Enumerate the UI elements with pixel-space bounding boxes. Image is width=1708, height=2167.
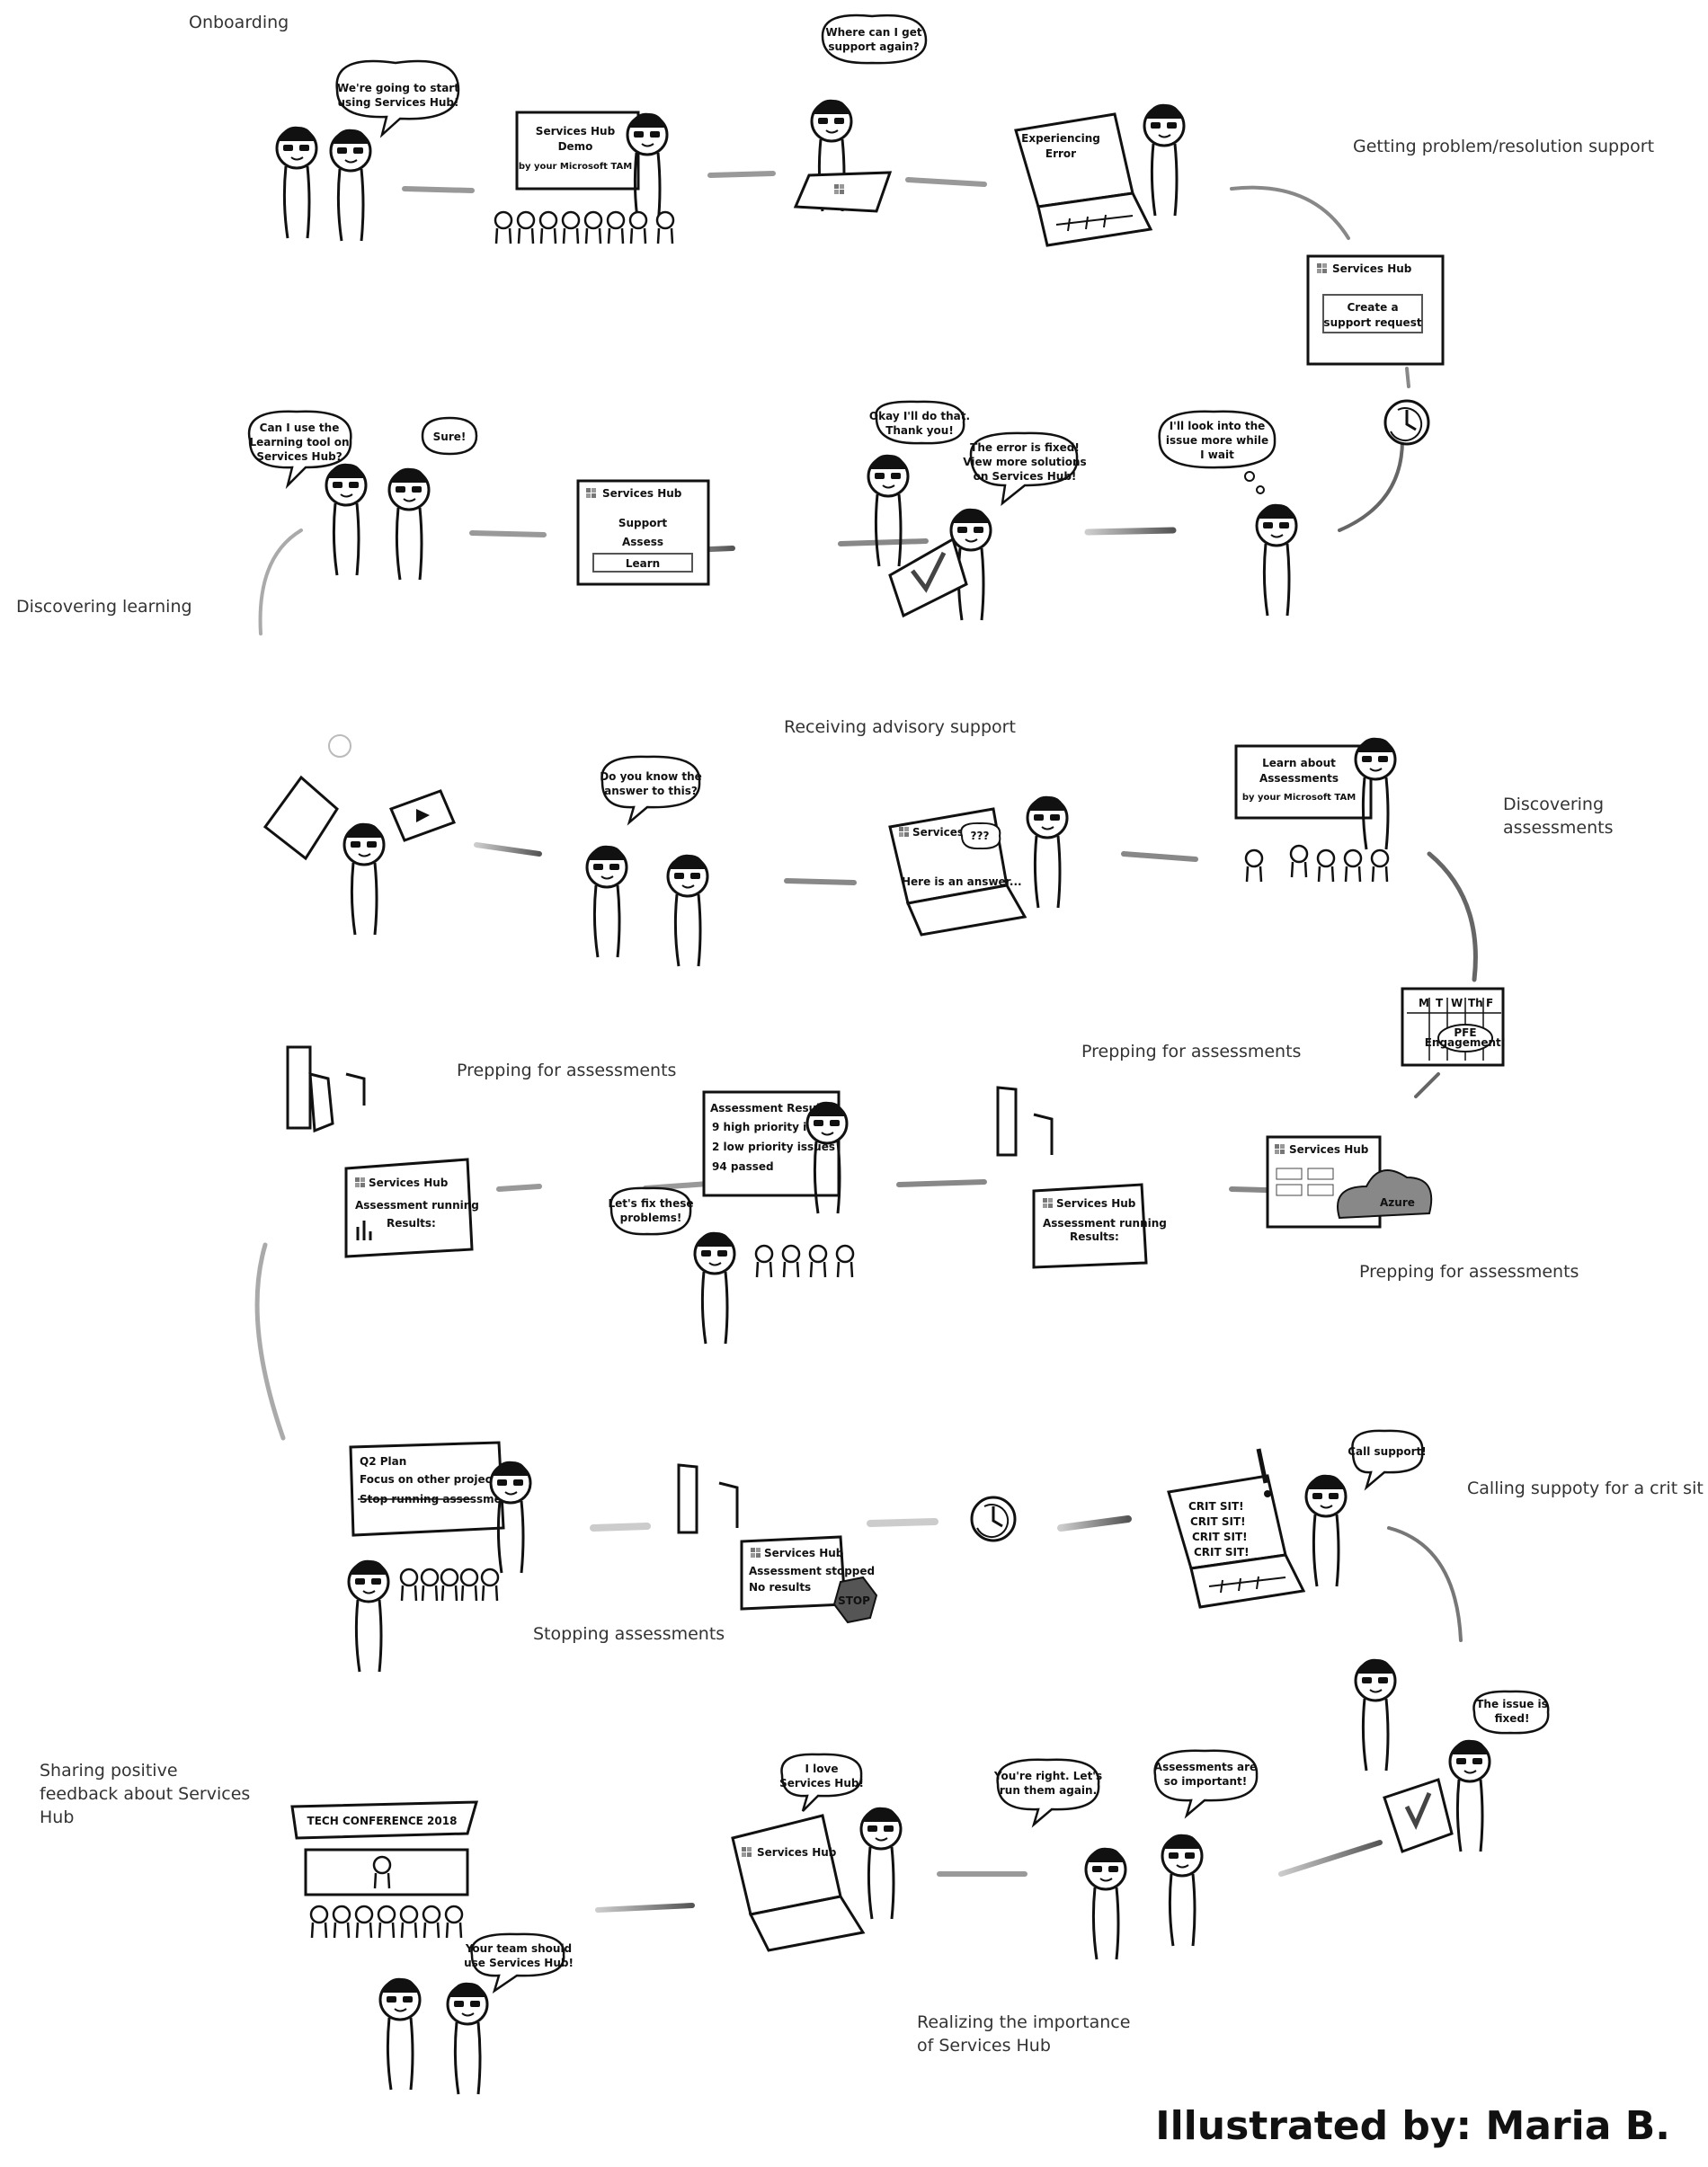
svg-text:Services Hub: Services Hub	[602, 487, 682, 500]
stage-discovering-assessments: Discovering assessments	[1503, 795, 1614, 838]
svg-text:Call support!: Call support!	[1348, 1445, 1427, 1458]
scene-advisory-laptop: Services Hub Here is an answer... ???	[888, 795, 1069, 937]
stage-problem-support: Getting problem/resolution support	[1353, 137, 1655, 156]
svg-text:TECH CONFERENCE 2018: TECH CONFERENCE 2018	[307, 1815, 458, 1827]
stage-stopping-assessments: Stopping assessments	[533, 1624, 725, 1644]
svg-text:Services Hub: Services Hub	[757, 1846, 837, 1859]
stage-prepping-2: Prepping for assessments	[1081, 1042, 1302, 1061]
scene-waiting-clock	[970, 1496, 1017, 1542]
svg-text:STOP: STOP	[838, 1594, 870, 1607]
svg-text:Azure: Azure	[1380, 1196, 1415, 1209]
svg-text:The error is fixed!View more s: The error is fixed!View more solutionson…	[963, 441, 1086, 483]
svg-text:Assessment running: Assessment running	[355, 1199, 479, 1212]
svg-text:Okay I'll do that.Thank you!: Okay I'll do that.Thank you!	[869, 410, 970, 437]
svg-text:CRIT SIT!CRIT SIT!CRIT SIT!CRI: CRIT SIT!CRIT SIT!CRIT SIT!CRIT SIT!	[1188, 1500, 1250, 1559]
stage-discovering-learning: Discovering learning	[16, 597, 192, 617]
scene-crit-sit: CRIT SIT!CRIT SIT!CRIT SIT!CRIT SIT! Cal…	[1167, 1429, 1427, 1609]
scene-error-fixed: Okay I'll do that.Thank you! The error i…	[867, 400, 1087, 622]
scene-onboarding-people: We're going to start using Services Hub!	[275, 59, 460, 243]
svg-text:Services Hub: Services Hub	[1289, 1143, 1369, 1156]
svg-text:Q2 Plan: Q2 Plan	[360, 1455, 406, 1468]
scene-assessment-results: Assessment Results 9 high priority issue…	[608, 1090, 855, 1345]
stage-prepping-1: Prepping for assessments	[457, 1061, 677, 1080]
stage-realizing-importance: Realizing the importance of Services Hub	[917, 2012, 1131, 2056]
scene-assessment-running-2: Services Hub Assessment running Results:	[996, 1086, 1167, 1269]
svg-text:Sure!: Sure!	[433, 431, 467, 443]
svg-text:Services Hub: Services Hub	[1056, 1197, 1136, 1210]
svg-text:Services Hub: Services Hub	[764, 1547, 844, 1559]
illustrator-credit: Illustrated by: Maria B.	[1155, 2103, 1670, 2149]
scene-azure: Services Hub Azure	[1266, 1135, 1433, 1229]
stage-advisory-support: Receiving advisory support	[784, 717, 1016, 737]
svg-text:Here is an answer...: Here is an answer...	[902, 875, 1022, 888]
svg-text:Assessment running: Assessment running	[1043, 1217, 1167, 1230]
scene-learning-tools	[262, 734, 457, 937]
svg-text:???: ???	[971, 830, 990, 842]
svg-text:Results:: Results:	[1070, 1230, 1119, 1243]
svg-text:Assessment Results: Assessment Results	[710, 1102, 832, 1115]
scene-assessment-running-1: Services Hub Assessment running Results:	[286, 1045, 479, 1258]
bubble-start-using-1: We're going to start	[337, 82, 459, 94]
svg-text:Services Hub: Services Hub	[369, 1177, 449, 1189]
stage-calling-support: Calling suppoty for a crit sit	[1467, 1479, 1704, 1498]
stage-sharing-feedback: Sharing positive feedback about Services…	[40, 1761, 251, 1827]
svg-text:Services Hub: Services Hub	[1332, 262, 1412, 275]
bubble-start-using-2: using Services Hub!	[338, 96, 459, 109]
svg-text:Learn: Learn	[626, 557, 660, 570]
stage-onboarding: Onboarding	[189, 13, 289, 32]
stage-prepping-3: Prepping for assessments	[1359, 1262, 1579, 1282]
svg-text:Results:: Results:	[387, 1217, 436, 1230]
flow-connectors	[254, 171, 1478, 1913]
